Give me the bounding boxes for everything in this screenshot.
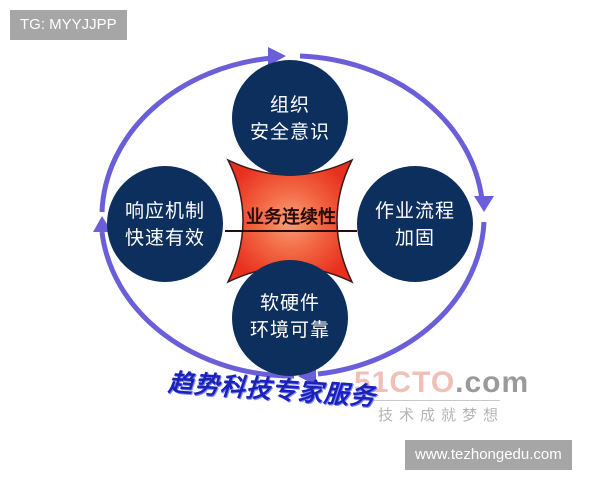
node-right-line2: 加固 <box>394 227 435 249</box>
node-left-line2: 快速有效 <box>124 227 205 249</box>
arrow-right-icon <box>268 47 286 66</box>
node-top-line2: 安全意识 <box>249 121 330 143</box>
node-circles <box>107 60 473 376</box>
cycle-ring <box>99 53 487 379</box>
site-logo: 51CTO.com <box>354 366 529 400</box>
site-logo-suffix: .com <box>455 366 530 399</box>
center-label: 业务连续性 <box>225 206 357 232</box>
center-shape <box>226 158 354 284</box>
watermark-top: TG: MYYJJPP <box>10 10 127 40</box>
node-bottom-label: 软硬件 环境可靠 <box>232 290 348 344</box>
arrow-down-icon <box>474 196 494 212</box>
watermark-bottom: www.tezhongedu.com <box>405 440 572 470</box>
site-logo-divider <box>370 400 500 401</box>
site-logo-tagline: 技术成就梦想 <box>378 406 505 424</box>
node-top-label: 组织 安全意识 <box>232 92 348 146</box>
node-right-line1: 作业流程 <box>374 200 455 222</box>
node-bottom-line2: 环境可靠 <box>249 319 330 341</box>
node-left-line1: 响应机制 <box>124 200 205 222</box>
node-left-label: 响应机制 快速有效 <box>107 198 223 252</box>
node-right-label: 作业流程 加固 <box>357 198 473 252</box>
node-bottom-line1: 软硬件 <box>259 292 320 314</box>
node-top-line1: 组织 <box>269 94 310 116</box>
site-logo-digits: 51CTO <box>354 366 456 399</box>
